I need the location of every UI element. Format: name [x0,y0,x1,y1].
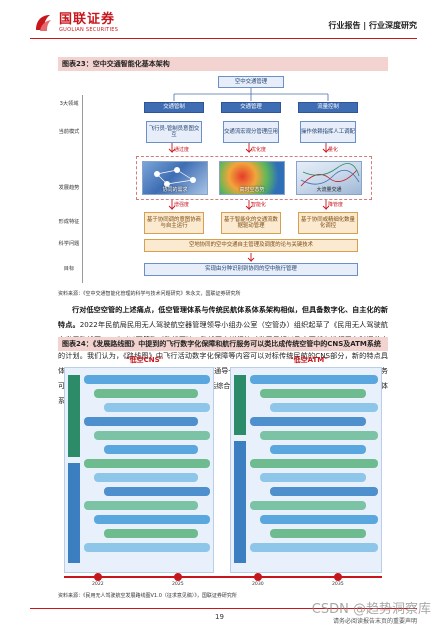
roadmap-row [270,445,366,454]
roadmap-row [270,529,366,538]
roadmap-row [84,417,198,426]
arrow-label-5: 智能化 [251,202,267,208]
arrow-label-3: 量化 [328,147,339,153]
roadmap-row [260,473,366,482]
roadmap-row [250,459,378,468]
roadmap-row [250,417,366,426]
atm-side-bar-2 [234,441,246,563]
feature-3: 基于协同或精细化数量化调控 [298,212,358,234]
timeline-year-2022: 2022 [92,582,104,587]
roadmap-row [104,487,210,496]
timeline-year-2025: 2025 [172,582,184,587]
cns-side-bar-1 [68,375,80,457]
current-mode-1: 飞行员-管制员意图交互 [146,121,202,143]
image-collab-demand: 协同的需求 [142,161,208,195]
arrow-label-2: 优化度 [251,147,267,153]
atm-panel [230,367,382,573]
roadmap-row [104,529,198,538]
roadmap-row [260,515,378,524]
image-large-flow: 大流量交通 [296,161,362,195]
row-label-domains: 3大领域 [59,101,79,107]
row-label-features: 形成特征 [58,219,80,225]
roadmap-row [84,543,210,552]
roadmap-row [84,375,210,384]
roadmap-row [104,445,198,454]
company-logo: 国联证券 GUOLIAN SECURITIES [32,10,152,36]
logo-chinese: 国联证券 [59,12,116,27]
roadmap-row [94,473,198,482]
roadmap-row [94,431,210,440]
arrow-label-6: 降管度 [328,202,344,208]
current-mode-2: 交通流宏观分管理应用 [223,121,279,143]
report-type: 行业报告 | 行业深度研究 [328,21,418,30]
domain-traffic-management: 交通管理 [221,102,281,113]
atm-title: "低空ATM" [290,356,328,364]
arrow-to-goal [247,253,255,263]
arrows-down-bottom [168,200,330,211]
page-header: 国联证券 GUOLIAN SECURITIES 行业报告 | 行业深度研究 [0,0,447,44]
image-caption-3: 大流量交通 [316,187,342,193]
roadmap-row [270,487,378,496]
page-number: 19 [215,613,224,621]
logo-english: GUOLIAN SECURITIES [59,27,119,33]
arrows-down-top [168,143,330,154]
image-caption-2: 高时空态势 [239,187,265,193]
header-divider [30,38,417,39]
cns-title: "低空CNS" [126,356,164,364]
timeline-year-2030: 2030 [252,582,264,587]
roadmap-row [250,543,378,552]
traffic-flow-icon [300,163,360,187]
science-question: 空地协同的空中交通自主管理及调度的论与关键技术 [144,239,358,252]
goal-box: 实现由分种识别到协同的空中航行管理 [144,263,358,276]
row-separator [82,95,83,283]
timeline-dot-2022 [94,573,102,581]
timeline-dot-2025 [174,573,182,581]
network-graphic-icon [154,167,196,187]
roadmap-row [84,501,198,510]
footer-disclaimer: 请务必阅读报告末页的重要声明 [332,618,417,625]
timeline-year-2035: 2035 [332,582,344,587]
roadmap-row [250,501,366,510]
roadmap-row [84,459,210,468]
row-label-current: 当前模式 [58,129,80,135]
footer-divider [30,608,417,609]
roadmap-row [270,403,378,412]
arrow-label-4: 增强度 [174,202,190,208]
logo-mark-icon [36,15,51,31]
figure24-title: 图表24：《发展路线图》中提到的飞行数字化保障和航行服务可以类比成传统空管中的C… [58,337,388,351]
feature-1: 基于协同调的意图协商与自主运行 [144,212,204,234]
roadmap-row [104,403,210,412]
row-label-science: 科学问题 [58,241,80,247]
domain-flow-control: 流量控制 [298,102,358,113]
figure23-source: 资料来源：《空中交通智能化管理的科学与技术问题研究》朱永文，国联证券研究所 [58,291,241,297]
roadmap-row [94,515,210,524]
cns-panel [64,367,214,573]
paragraph-lead: 行对低空空管的上述痛点，低空管理体系与传统民航体系体系架构相似，但具备数字化、自… [58,305,388,330]
figure24-source: 资料来源：《民用无人驾驶航空发展路线图V1.0（征求意见稿）》，国联证券研究所 [58,593,237,599]
image-caption-1: 协同的需求 [162,187,188,193]
feature-2: 基于智能化的交通流数据驱动管理 [221,212,281,234]
row-label-trend: 发展趋势 [58,185,80,191]
box-air-traffic-mgmt: 空中交通管理 [218,76,284,88]
timeline-dot-2030 [254,573,262,581]
roadmap-row [94,389,198,398]
roadmap-row [250,375,378,384]
timeline-bar [64,576,382,578]
timeline-dot-2035 [334,573,342,581]
figure23-title: 图表23：空中交通智能化基本架构 [58,57,388,71]
arrow-label-1: 通过度 [174,147,190,153]
current-mode-3: 操作依赖指挥人工调配 [300,121,356,143]
cns-side-bar-2 [68,463,80,563]
image-spatiotemporal: 高时空态势 [219,161,285,195]
row-label-goal: 目标 [63,266,75,272]
watermark: CSDN @趋势洞察库 [311,602,431,617]
figure24-diagram: "低空CNS" "低空ATM" 2022 2025 2030 2035 [58,353,388,589]
domain-traffic-control: 交通管制 [144,102,204,113]
atm-side-bar-1 [234,375,246,435]
figure23-diagram: 3大领域 当前模式 发展趋势 形成特征 科学问题 目标 空中交通管理 交通管制 … [58,73,388,285]
roadmap-row [260,389,366,398]
connector-lines [173,88,329,101]
trend-frame [136,156,372,200]
roadmap-row [260,431,378,440]
